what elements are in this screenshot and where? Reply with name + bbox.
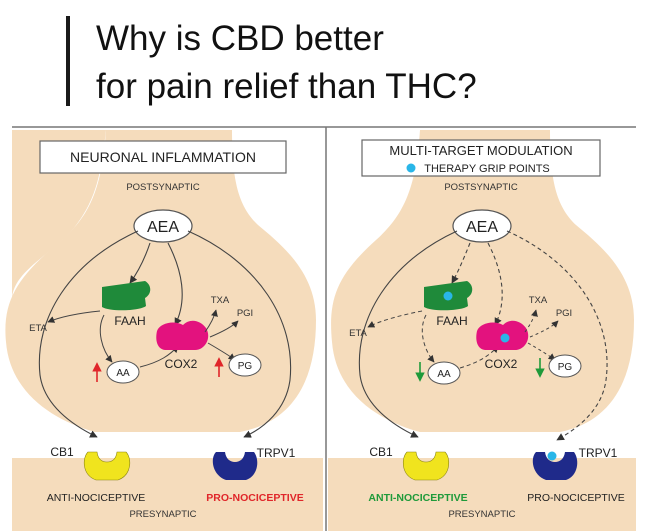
right-presynaptic-membrane xyxy=(328,458,636,531)
right-pg-label: PG xyxy=(558,362,573,373)
right-postsynaptic-label: POSTSYNAPTIC xyxy=(444,182,518,193)
right-cox2-label: COX2 xyxy=(485,357,518,371)
left-arrow-aea-cb1 xyxy=(38,230,139,438)
left-trpv1-receptor xyxy=(212,452,258,480)
left-trpv1-label: TRPV1 xyxy=(257,446,296,460)
right-legend-label: THERAPY GRIP POINTS xyxy=(424,163,550,175)
left-cox2-label: COX2 xyxy=(165,357,198,371)
right-aea-node xyxy=(452,209,512,243)
left-cb1-receptor xyxy=(83,451,131,481)
left-pg-label: PG xyxy=(238,361,253,372)
right-presynaptic-label: PRESYNAPTIC xyxy=(448,509,515,520)
title-line-1: Why is CBD better xyxy=(96,19,384,58)
left-anti-label: ANTI-NOCICEPTIVE xyxy=(47,492,146,504)
left-faah-label: FAAH xyxy=(114,314,145,328)
right-trpv1-receptor xyxy=(532,452,578,480)
right-aa-node xyxy=(427,361,461,385)
right-cox2-grip-point xyxy=(500,333,510,343)
right-arrow-aea-faah xyxy=(451,242,471,284)
left-arrow-aea-faah xyxy=(129,242,151,284)
left-aa-label: AA xyxy=(116,368,130,379)
left-pgi-label: PGI xyxy=(237,308,253,319)
left-arrow-faah-eta xyxy=(47,310,101,323)
right-cb1-label: CB1 xyxy=(369,445,393,459)
right-arrow-faah-eta xyxy=(367,310,423,328)
right-pro-label: PRO-NOCICEPTIVE xyxy=(527,492,624,504)
right-cb1-receptor xyxy=(402,451,450,481)
right-arrow-aea-cox2 xyxy=(487,242,503,326)
left-pg-node xyxy=(228,353,262,377)
left-header: NEURONAL INFLAMMATION xyxy=(70,149,256,165)
right-faah-label: FAAH xyxy=(436,314,467,328)
left-aea-label: AEA xyxy=(147,219,179,236)
left-postsynaptic-membrane xyxy=(12,130,106,425)
right-trpv1-label: TRPV1 xyxy=(579,446,618,460)
left-eta-label: ETA xyxy=(29,323,47,334)
left-arrow-aea-cox2 xyxy=(167,242,183,326)
right-txa-label: TXA xyxy=(529,295,548,306)
right-aea-label: AEA xyxy=(466,219,498,236)
left-cox2-enzyme xyxy=(156,320,209,350)
left-txa-label: TXA xyxy=(211,295,230,306)
right-pgi-label: PGI xyxy=(556,308,572,319)
right-arrow-cox2-pgi xyxy=(529,320,559,338)
left-aea-node xyxy=(133,209,193,243)
right-trpv1-grip-point xyxy=(547,451,557,461)
right-pg-node xyxy=(548,354,582,378)
left-panel: NEURONAL INFLAMMATION POSTSYNAPTIC AEA F… xyxy=(5,130,323,531)
left-arrow-aea-trpv1 xyxy=(187,230,292,438)
title-line-2: for pain relief than THC? xyxy=(96,67,477,106)
right-legend-dot xyxy=(406,163,416,173)
left-presynaptic-membrane xyxy=(12,458,323,531)
left-postsynaptic-label: POSTSYNAPTIC xyxy=(126,182,200,193)
left-faah-enzyme xyxy=(102,281,151,311)
left-cb1-label: CB1 xyxy=(50,445,74,459)
left-arrow-faah-aa xyxy=(99,314,113,363)
right-anti-label: ANTI-NOCICEPTIVE xyxy=(368,492,467,504)
right-eta-label: ETA xyxy=(349,328,367,339)
left-aa-node xyxy=(106,360,140,384)
right-arrow-cox2-pg xyxy=(527,342,556,361)
right-header: MULTI-TARGET MODULATION xyxy=(389,143,572,158)
right-aa-label: AA xyxy=(437,369,451,380)
right-arrow-cox2-txa xyxy=(524,309,538,333)
left-arrow-cox2-pgi xyxy=(209,320,239,338)
left-presynaptic-label: PRESYNAPTIC xyxy=(129,509,196,520)
left-arrow-cox2-txa xyxy=(204,309,218,333)
left-pro-label: PRO-NOCICEPTIVE xyxy=(206,492,303,504)
right-header-box xyxy=(361,139,601,177)
right-panel: MULTI-TARGET MODULATION THERAPY GRIP POI… xyxy=(328,130,636,531)
title-accent-bar xyxy=(66,16,70,106)
right-faah-grip-point xyxy=(443,291,453,301)
left-header-box xyxy=(39,140,287,174)
right-arrow-aea-cb1 xyxy=(358,230,458,438)
